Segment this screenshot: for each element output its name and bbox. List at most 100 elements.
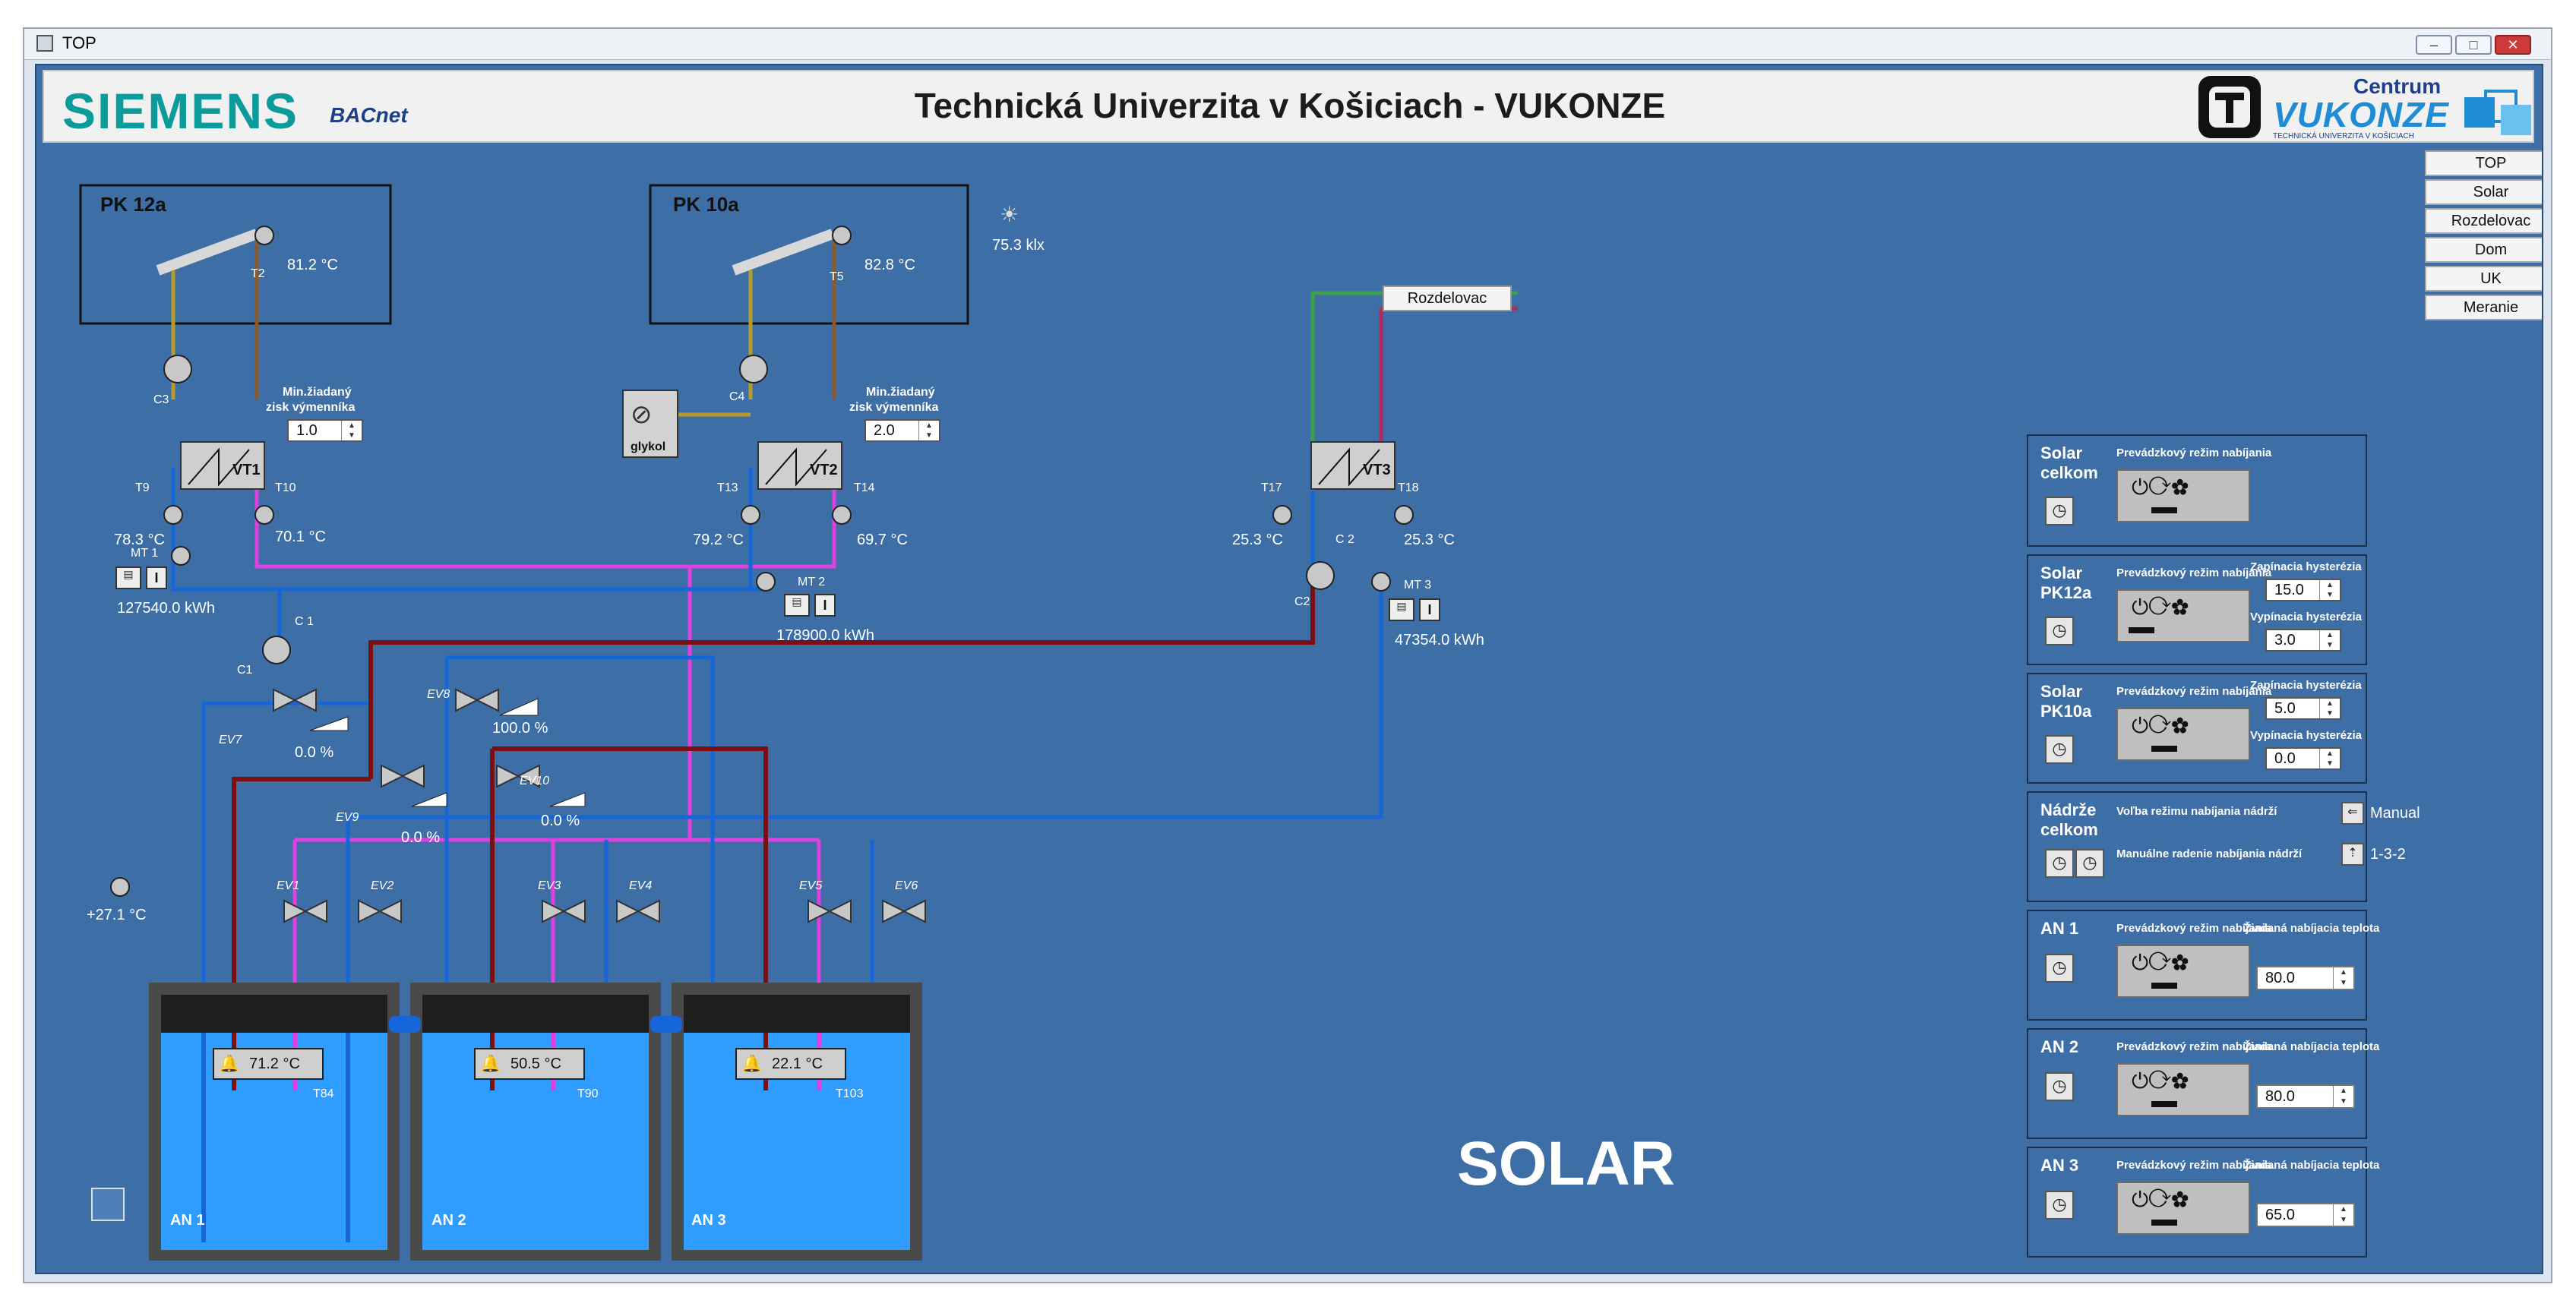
panel-solar-pk10a: Solar PK10a Prevádzkový režim nabíjania … xyxy=(2027,673,2367,784)
glycol-pump-icon[interactable]: ⊘ xyxy=(631,400,653,429)
rozdelovac-link-button[interactable]: Rozdelovac xyxy=(1383,286,1512,311)
outdoor-temp-value: +27.1 °C xyxy=(87,907,147,923)
vt2-setpoint-input[interactable]: 2.0▲▼ xyxy=(864,419,940,442)
nav-rozdelovac-button[interactable]: Rozdelovac xyxy=(2425,208,2542,234)
alarm-bell-icon: 🔔 xyxy=(480,1054,501,1073)
tank-an1-label: AN 1 xyxy=(170,1212,205,1229)
collector-pk10a-label: PK 10a xyxy=(673,193,739,216)
meter-mt3-label: MT 3 xyxy=(1404,579,1432,592)
maximize-button[interactable]: □ xyxy=(2455,35,2492,55)
vt1-setpoint-input[interactable]: 1.0 ▲▼ xyxy=(287,419,363,442)
mode-symbols-icon: ⏻⟳✿ xyxy=(2132,1069,2189,1093)
meter-mt2-chart-icon[interactable]: ▤ xyxy=(784,594,810,617)
vukonze-emblem-icon xyxy=(2464,90,2531,135)
schedule-clock-icon[interactable]: ◷ xyxy=(2045,617,2074,645)
window-title: TOP xyxy=(62,33,96,52)
panel-title-line2: celkom xyxy=(2040,820,2098,839)
spin-arrows-icon[interactable]: ▲▼ xyxy=(2319,580,2340,600)
setpoint-label-1b: Min.žiadaný xyxy=(866,386,935,399)
minimize-button[interactable]: ‒ xyxy=(2416,35,2452,55)
sensor-t5-label: T5 xyxy=(830,270,844,283)
panel-an1: AN 1 Prevádzkový režim nabíjania Žiadaná… xyxy=(2027,910,2379,1021)
bacnet-logo: BACnet xyxy=(330,103,408,127)
panel-title-line1: Nádrže xyxy=(2040,800,2097,819)
nav-dom-button[interactable]: Dom xyxy=(2425,237,2542,263)
valve-ev9-value: 0.0 % xyxy=(401,829,441,846)
mode-selector[interactable]: ⏻⟳✿ xyxy=(2116,589,2250,642)
schedule-clock-icon[interactable]: ◷ xyxy=(2045,1072,2074,1101)
schedule-clock-icon[interactable]: ◷ xyxy=(2045,849,2074,878)
valve-ev7-value: 0.0 % xyxy=(295,744,334,761)
setpoint-label-2b: zisk výmenníka xyxy=(849,401,939,414)
panel-title: AN 2 xyxy=(2040,1037,2079,1056)
spin-arrows-icon[interactable]: ▲▼ xyxy=(2333,1204,2353,1226)
nav-top-button[interactable]: TOP xyxy=(2425,150,2542,176)
manual-mode-icon[interactable]: ⇐ xyxy=(2341,802,2364,825)
collector-pk12a-temp: 81.2 °C xyxy=(287,257,338,273)
schedule-clock-icon[interactable]: ◷ xyxy=(2045,954,2074,983)
spin-arrows-icon[interactable]: ▲▼ xyxy=(341,421,362,440)
spin-arrows-icon[interactable]: ▲▼ xyxy=(2333,967,2353,989)
nav-solar-button[interactable]: Solar xyxy=(2425,179,2542,205)
mode-selector[interactable]: ⏻⟳✿ xyxy=(2116,1063,2250,1116)
off-hysteresis-input[interactable]: 3.0▲▼ xyxy=(2265,629,2341,652)
valve-ev7-label: EV7 xyxy=(219,734,242,746)
spin-arrows-icon[interactable]: ▲▼ xyxy=(2319,699,2340,718)
an2-temp-value: 80.0 xyxy=(2265,1088,2295,1105)
tank-an2-label: AN 2 xyxy=(431,1212,466,1229)
sensor-t14-value: 69.7 °C xyxy=(857,532,908,548)
close-button[interactable]: ✕ xyxy=(2495,35,2531,55)
spin-arrows-icon[interactable]: ▲▼ xyxy=(2319,630,2340,650)
tanks-mode-select-label: Voľba režimu nabíjania nádrží xyxy=(2116,805,2277,818)
an2-temp-input[interactable]: 80.0 ▲▼ xyxy=(2256,1084,2355,1109)
schedule-clock-icon[interactable]: ◷ xyxy=(2045,497,2074,525)
mode-symbols-icon: ⏻⟳✿ xyxy=(2132,1188,2189,1211)
vukonze-logo: VUKONZE xyxy=(2273,95,2449,134)
meter-mt1-chart-icon[interactable]: ▤ xyxy=(115,566,141,589)
meter-mt2-info-button[interactable]: I xyxy=(814,594,836,617)
collector-pk12a-label: PK 12a xyxy=(100,193,166,216)
meter-mt3-chart-icon[interactable]: ▤ xyxy=(1389,598,1414,621)
nav-uk-button[interactable]: UK xyxy=(2425,266,2542,292)
schedule-clock-icon-2[interactable]: ◷ xyxy=(2075,849,2104,878)
an3-temp-value: 65.0 xyxy=(2265,1207,2295,1223)
order-select-icon[interactable]: ⇡ xyxy=(2341,843,2364,866)
hmi-canvas: SIEMENS BACnet Technická Univerzita v Ko… xyxy=(35,64,2543,1274)
an1-temp-input[interactable]: 80.0 ▲▼ xyxy=(2256,966,2355,990)
mode-selector[interactable]: ⏻⟳✿ xyxy=(2116,1182,2250,1235)
alarm-bell-icon: 🔔 xyxy=(741,1054,763,1073)
pump-c1-label: C 1 xyxy=(295,615,314,628)
spin-arrows-icon[interactable]: ▲▼ xyxy=(918,421,939,440)
meter-mt1-value: 127540.0 kWh xyxy=(117,600,215,617)
meter-mt2-value: 178900.0 kWh xyxy=(776,627,874,644)
mode-selector[interactable]: ⏻⟳✿ xyxy=(2116,469,2250,522)
on-hysteresis-input[interactable]: 5.0▲▼ xyxy=(2265,697,2341,720)
an3-temp-input[interactable]: 65.0 ▲▼ xyxy=(2256,1203,2355,1227)
schedule-clock-icon[interactable]: ◷ xyxy=(2045,1191,2074,1220)
setpoint-label-1: Min.žiadaný xyxy=(283,386,352,399)
off-hysteresis-input[interactable]: 0.0▲▼ xyxy=(2265,747,2341,770)
panel-title-line2: celkom xyxy=(2040,463,2098,482)
tanks-mode-value: Manual xyxy=(2370,805,2420,822)
an1-temp-value: 80.0 xyxy=(2265,970,2295,986)
pump-c3-label: C3 xyxy=(153,393,169,406)
mode-selector[interactable]: ⏻⟳✿ xyxy=(2116,708,2250,761)
nav-meranie-button[interactable]: Meranie xyxy=(2425,295,2542,320)
on-hysteresis-input[interactable]: 15.0▲▼ xyxy=(2265,579,2341,601)
tank-an2-temp: 50.5 °C xyxy=(510,1056,561,1072)
graph-icon[interactable] xyxy=(91,1188,125,1221)
spin-arrows-icon[interactable]: ▲▼ xyxy=(2319,749,2340,768)
scene-title: SOLAR xyxy=(1457,1129,1675,1198)
valve-ev2-label: EV2 xyxy=(371,879,394,892)
sensor-t17-value: 25.3 °C xyxy=(1232,532,1283,548)
panel-solar-total: Solar celkom Prevádzkový režim nabíjania… xyxy=(2027,434,2367,547)
spin-arrows-icon[interactable]: ▲▼ xyxy=(2333,1086,2353,1107)
meter-mt3-info-button[interactable]: I xyxy=(1419,598,1440,621)
off-hysteresis-label: Vypínacia hysterézia xyxy=(2250,611,2363,623)
collector-pk10a-temp: 82.8 °C xyxy=(864,257,915,273)
mode-selector[interactable]: ⏻⟳✿ xyxy=(2116,945,2250,998)
meter-mt1-label: MT 1 xyxy=(131,547,159,560)
schedule-clock-icon[interactable]: ◷ xyxy=(2045,735,2074,764)
meter-mt1-info-button[interactable]: I xyxy=(146,566,167,589)
vt1-setpoint-value: 1.0 xyxy=(296,422,318,439)
